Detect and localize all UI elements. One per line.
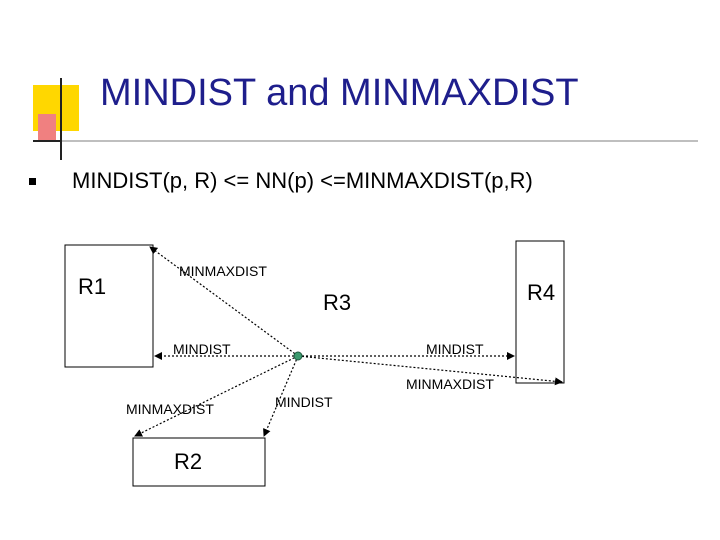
region-r2-box — [132, 437, 266, 487]
title-underline — [62, 140, 698, 142]
region-r4-label: R4 — [527, 280, 555, 305]
slide-title: MINDIST and MINMAXDIST — [100, 72, 579, 114]
region-r1-box — [64, 244, 154, 368]
minmaxdist-label-r4: MINMAXDIST — [406, 376, 494, 392]
region-r3-label: R3 — [323, 290, 351, 315]
region-r2-label: R2 — [174, 449, 202, 474]
bullet-text: MINDIST(p, R) <= NN(p) <=MINMAXDIST(p,R) — [72, 168, 533, 193]
minmaxdist-label-r2: MINMAXDIST — [126, 401, 214, 417]
deco-vertical-line — [60, 78, 62, 160]
deco-pink-square — [38, 114, 56, 142]
query-point — [293, 351, 303, 361]
bullet-marker — [29, 178, 36, 185]
minmaxdist-line-r4 — [297, 355, 563, 386]
mindist-label-r4: MINDIST — [426, 341, 484, 357]
minmaxdist-line-r1 — [149, 246, 299, 357]
minmaxdist-line-r2 — [134, 355, 299, 437]
mindist-line-r2 — [263, 355, 299, 437]
minmaxdist-label-r1: MINMAXDIST — [179, 263, 267, 279]
region-r1-label: R1 — [78, 274, 106, 299]
region-r4-box — [515, 240, 565, 384]
mindist-label-r2: MINDIST — [275, 394, 333, 410]
mindist-label-r1: MINDIST — [173, 341, 231, 357]
